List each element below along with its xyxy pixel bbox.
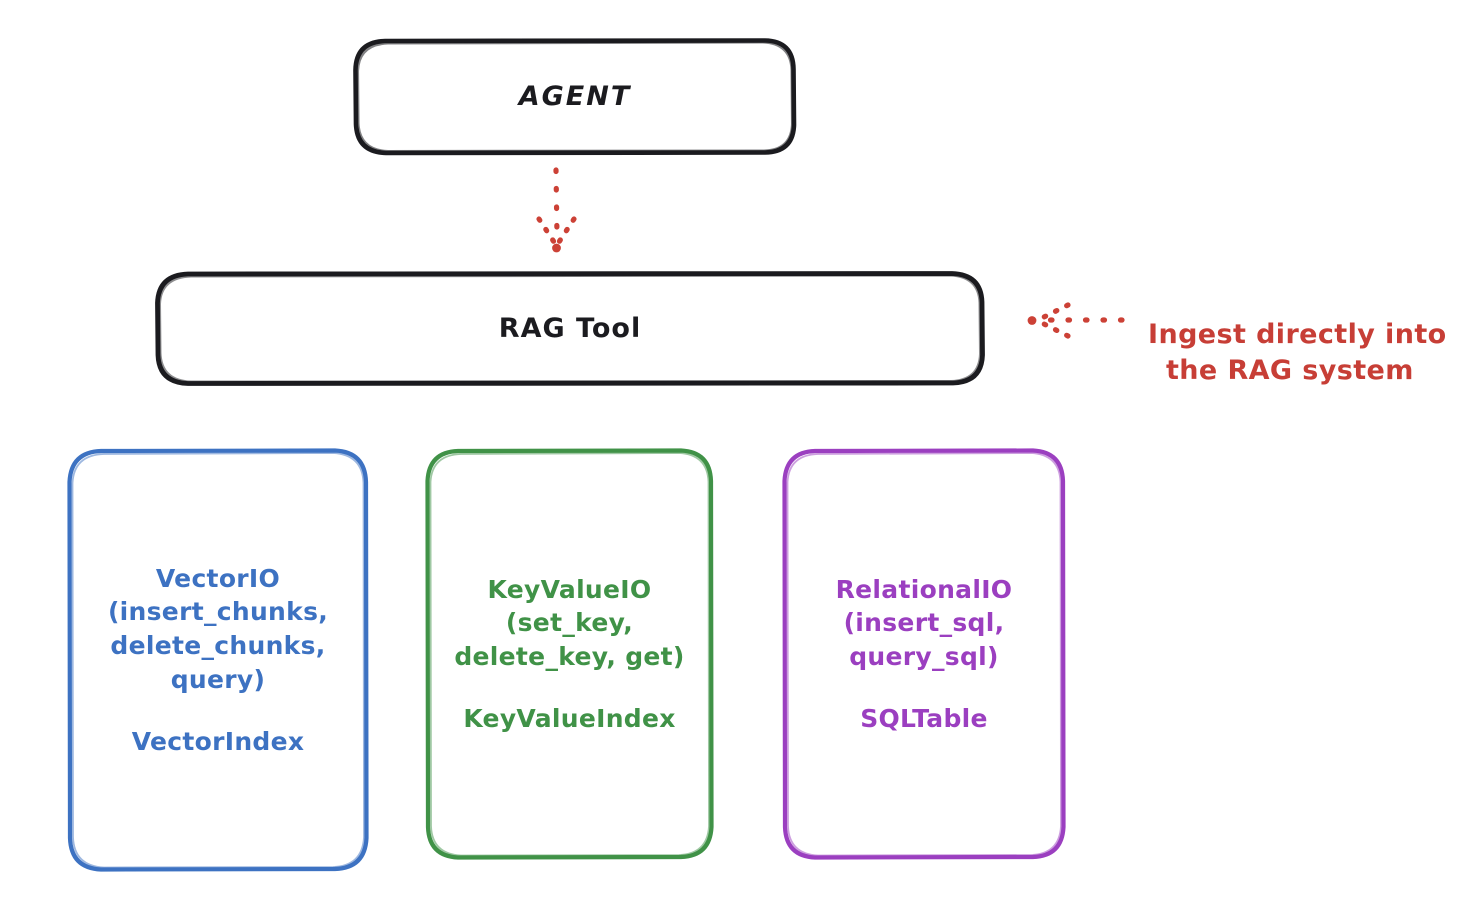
relational-io-spacer bbox=[836, 674, 1013, 702]
vector-io-text-group: VectorIO (insert_chunks, delete_chunks, … bbox=[108, 562, 328, 759]
ingest-annotation-line-1: Ingest directly into bbox=[1148, 319, 1447, 351]
relational-io-text-group: RelationalIO (insert_sql, query_sql) SQL… bbox=[836, 573, 1013, 736]
agent-box-outline bbox=[353, 38, 797, 156]
rag-tool-label: RAG Tool bbox=[498, 312, 642, 344]
rag-tool-node[interactable]: RAG Tool bbox=[157, 273, 983, 384]
key-value-io-spacer bbox=[454, 674, 684, 702]
relational-io-api-label: RelationalIO (insert_sql, query_sql) bbox=[835, 574, 1013, 672]
connector-agent-to-rag-tool bbox=[536, 167, 577, 253]
vector-io-index-label: VectorIndex bbox=[131, 726, 305, 756]
agent-node[interactable]: AGENT bbox=[355, 40, 795, 154]
vector-io-api-label: VectorIO (insert_chunks, delete_chunks, … bbox=[107, 563, 329, 694]
key-value-io-text-group: KeyValueIO (set_key, delete_key, get) Ke… bbox=[454, 573, 684, 736]
key-value-io-card-outline bbox=[425, 448, 714, 860]
key-value-io-api-label: KeyValueIO (set_key, delete_key, get) bbox=[454, 574, 685, 672]
key-value-io-node[interactable]: KeyValueIO (set_key, delete_key, get) Ke… bbox=[428, 450, 711, 858]
vector-io-node[interactable]: VectorIO (insert_chunks, delete_chunks, … bbox=[70, 450, 366, 870]
agent-label: AGENT bbox=[518, 81, 632, 113]
relational-io-index-label: SQLTable bbox=[860, 703, 988, 733]
vector-io-card-outline bbox=[67, 448, 369, 872]
connector-ingest-to-rag-tool bbox=[1027, 302, 1125, 339]
ingest-annotation: Ingest directly into the RAG system bbox=[1148, 281, 1478, 426]
key-value-io-index-label: KeyValueIndex bbox=[463, 703, 676, 733]
relational-io-card-outline bbox=[782, 448, 1066, 860]
vector-io-spacer bbox=[108, 697, 328, 725]
relational-io-node[interactable]: RelationalIO (insert_sql, query_sql) SQL… bbox=[785, 450, 1063, 858]
rag-tool-box-outline bbox=[155, 271, 985, 386]
ingest-annotation-line-2: the RAG system bbox=[1166, 355, 1414, 387]
